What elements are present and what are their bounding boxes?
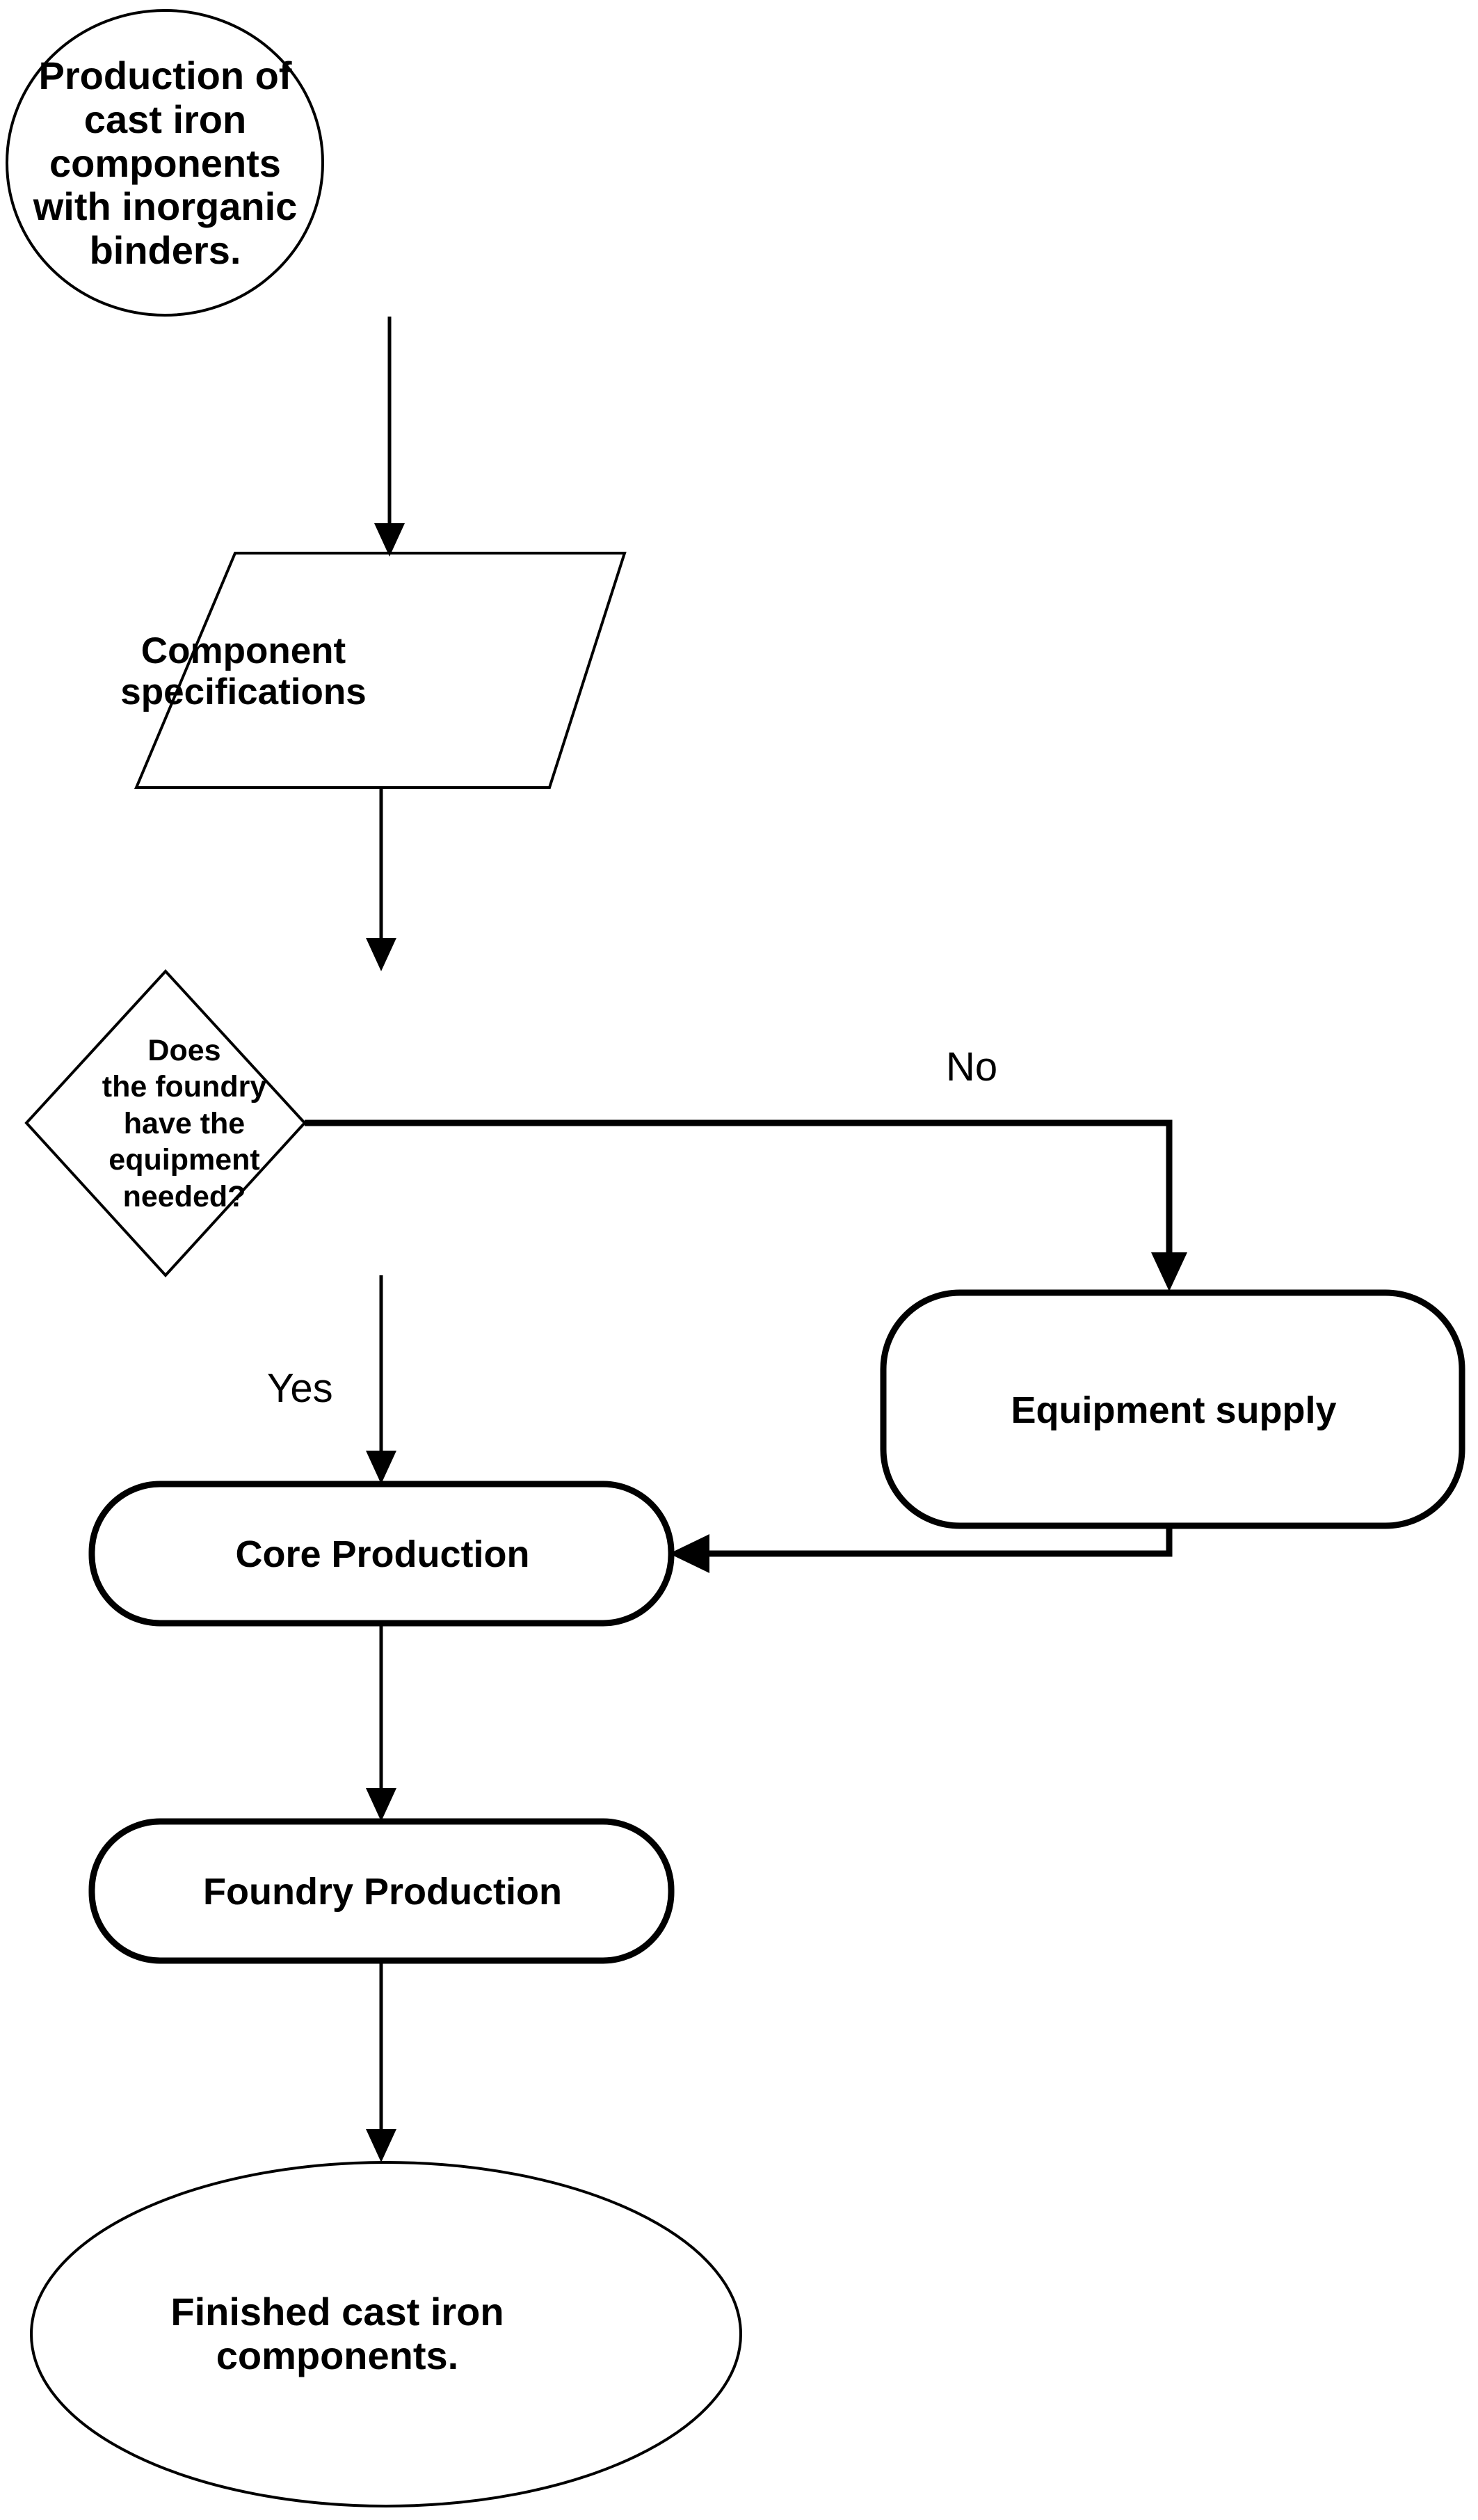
edge-core-production-to-foundry-production bbox=[366, 1623, 396, 1821]
decision-node-label: Does the foundry have the equipment need… bbox=[102, 1033, 267, 1213]
edge-specifications-to-decision bbox=[366, 788, 396, 971]
foundry-production-node-label: Foundry Production bbox=[203, 1870, 562, 1913]
edge-start-to-specifications bbox=[374, 317, 405, 557]
end-node-shape[interactable] bbox=[30, 2161, 742, 2507]
decision-node-shape[interactable] bbox=[24, 969, 307, 1277]
start-node-label: Production of cast iron components with … bbox=[33, 54, 298, 273]
core-production-node-label: Core Production bbox=[235, 1533, 530, 1575]
edge-label-yes: Yes bbox=[267, 1366, 333, 1411]
edge-label-no: No bbox=[946, 1044, 998, 1090]
start-node-shape[interactable] bbox=[6, 9, 324, 317]
edge-decision-to-equipment-supply bbox=[305, 1119, 1187, 1291]
equipment-supply-node-shape[interactable] bbox=[880, 1289, 1465, 1529]
edge-foundry-production-to-end bbox=[366, 1961, 396, 2162]
equipment-supply-node-label: Equipment supply bbox=[1011, 1389, 1337, 1432]
edge-decision-to-core-production bbox=[366, 1275, 396, 1484]
end-node-label: Finished cast iron components. bbox=[170, 2290, 504, 2377]
edge-equipment-supply-to-core-production bbox=[669, 1526, 1173, 1573]
specifications-node-shape[interactable] bbox=[134, 552, 627, 789]
specifications-node-label: Component specifications bbox=[120, 630, 367, 712]
